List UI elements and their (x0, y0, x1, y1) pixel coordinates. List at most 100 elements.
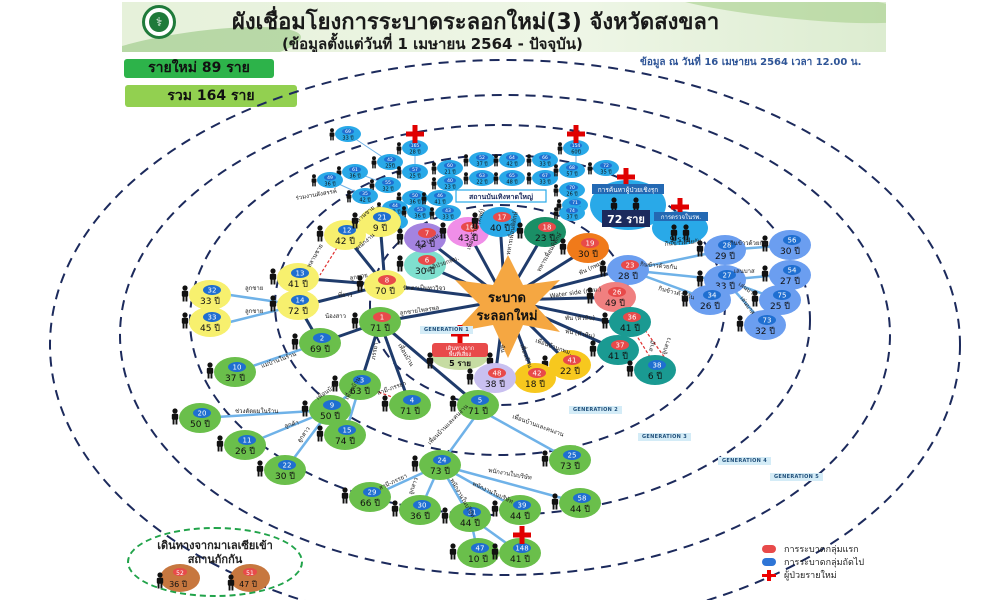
svg-text:71 ปี: 71 ปี (468, 406, 488, 417)
svg-text:44 ปี: 44 ปี (460, 518, 480, 529)
svg-text:36 ปี: 36 ปี (409, 199, 420, 206)
person-icon (553, 207, 559, 220)
svg-text:148: 148 (515, 545, 528, 553)
svg-text:55: 55 (385, 180, 391, 186)
person-icon (463, 154, 469, 167)
svg-text:49 ปี: 49 ปี (605, 298, 625, 309)
svg-text:พัน: พัน (498, 344, 506, 353)
person-icon (696, 270, 704, 287)
generation-2-label: GENERATION 2 (569, 406, 622, 414)
svg-text:37 ปี: 37 ปี (566, 214, 577, 221)
svg-text:ร่วมงานสังสรรค์: ร่วมงานสังสรรค์ (295, 187, 337, 202)
svg-text:น้องสาว: น้องสาว (325, 313, 346, 320)
person-icon (493, 172, 499, 185)
person-icon (346, 190, 352, 203)
case-node: 870 ปี (356, 270, 406, 300)
generation-5-label: GENERATION 5 (770, 473, 823, 481)
new-case-cross-icon (567, 125, 585, 143)
svg-text:73 ปี: 73 ปี (560, 461, 580, 472)
svg-text:ช่วงตัดผมในร้าน: ช่วงตัดผมในร้าน (235, 407, 278, 415)
svg-text:28 ปี: 28 ปี (618, 271, 638, 282)
person-icon (391, 500, 399, 517)
svg-text:41: 41 (568, 357, 577, 365)
page-title: ผังเชื่อมโยงการระบาดระลอกใหม่(3) จังหวัด… (232, 10, 720, 35)
svg-text:20: 20 (198, 410, 207, 418)
svg-text:36 ปี: 36 ปี (349, 173, 360, 180)
svg-text:48 ปี: 48 ปี (506, 179, 517, 186)
svg-text:68: 68 (569, 165, 575, 171)
svg-text:4: 4 (410, 397, 415, 405)
svg-text:73 ปี: 73 ปี (430, 466, 450, 477)
svg-text:50 ปี: 50 ปี (190, 419, 210, 430)
person-icon (181, 285, 189, 302)
svg-text:30 ปี: 30 ปี (578, 249, 598, 260)
person-icon (216, 435, 224, 452)
svg-text:37 ปี: 37 ปี (225, 373, 245, 384)
svg-text:29: 29 (368, 489, 377, 497)
svg-text:เดินทางจาก: เดินทางจาก (446, 345, 474, 352)
svg-text:30: 30 (418, 502, 427, 510)
page-subtitle: (ข้อมูลตั้งแต่วันที่ 1 เมษายน 2564 - ปัจ… (282, 35, 583, 52)
svg-text:32 ปี: 32 ปี (382, 186, 393, 193)
case-node: 269 ปี (291, 328, 341, 358)
person-icon (551, 493, 559, 510)
svg-text:70: 70 (569, 185, 575, 191)
svg-text:38 ปี: 38 ปี (485, 379, 505, 390)
svg-text:กินข้าวด้วยกัน: กินข้าวด้วยกัน (664, 238, 702, 248)
quarantine-title: เดินทางจากมาเลเซียเข้า สถานกักกัน (157, 539, 273, 566)
svg-text:41 ปี: 41 ปี (288, 279, 308, 290)
person-icon (463, 172, 469, 185)
svg-text:ลูกสาว: ลูกสาว (296, 426, 312, 445)
ministry-logo: ⚕ (142, 5, 176, 39)
svg-text:49: 49 (327, 175, 333, 181)
svg-text:สถานบันเทิงหาดใหญ่: สถานบันเทิงหาดใหญ่ (469, 192, 533, 201)
svg-text:พัน (หัวหิน): พัน (หัวหิน) (565, 315, 595, 322)
person-icon (587, 162, 593, 175)
svg-text:75: 75 (778, 292, 787, 300)
svg-text:24: 24 (438, 457, 447, 465)
svg-text:41 ปี: 41 ปี (620, 323, 640, 334)
svg-text:22 ปี: 22 ปี (560, 366, 580, 377)
case-node: 571 ปี (449, 390, 499, 420)
svg-text:71 ปี: 71 ปี (400, 406, 420, 417)
svg-text:44 ปี: 44 ปี (570, 504, 590, 515)
legend-item-new-patient: ผู้ป่วยรายใหม่ (762, 569, 864, 581)
svg-text:36 ปี: 36 ปี (414, 213, 425, 220)
case-node: 630 ปี (396, 250, 446, 280)
svg-text:60ปี: 60ปี (571, 149, 581, 156)
red-pill-icon (762, 545, 776, 553)
person-icon (491, 500, 499, 517)
svg-text:50 ปี: 50 ปี (320, 411, 340, 422)
svg-text:เพื่อนบ้านกพม.: เพื่อนบ้านกพม. (534, 336, 573, 357)
svg-text:71 ปี: 71 ปี (370, 323, 390, 334)
svg-text:33 ปี: 33 ปี (539, 161, 550, 168)
svg-text:32 ปี: 32 ปี (755, 326, 775, 337)
svg-text:34: 34 (708, 292, 717, 300)
svg-text:9 ราย: 9 ราย (669, 235, 690, 244)
svg-text:72: 72 (603, 163, 609, 169)
svg-text:39: 39 (518, 502, 527, 510)
case-node: 471 ปี (381, 390, 431, 420)
person-icon (329, 128, 335, 141)
svg-text:56: 56 (788, 237, 797, 245)
svg-text:สามี: สามี (646, 340, 657, 353)
svg-text:26: 26 (613, 289, 622, 297)
